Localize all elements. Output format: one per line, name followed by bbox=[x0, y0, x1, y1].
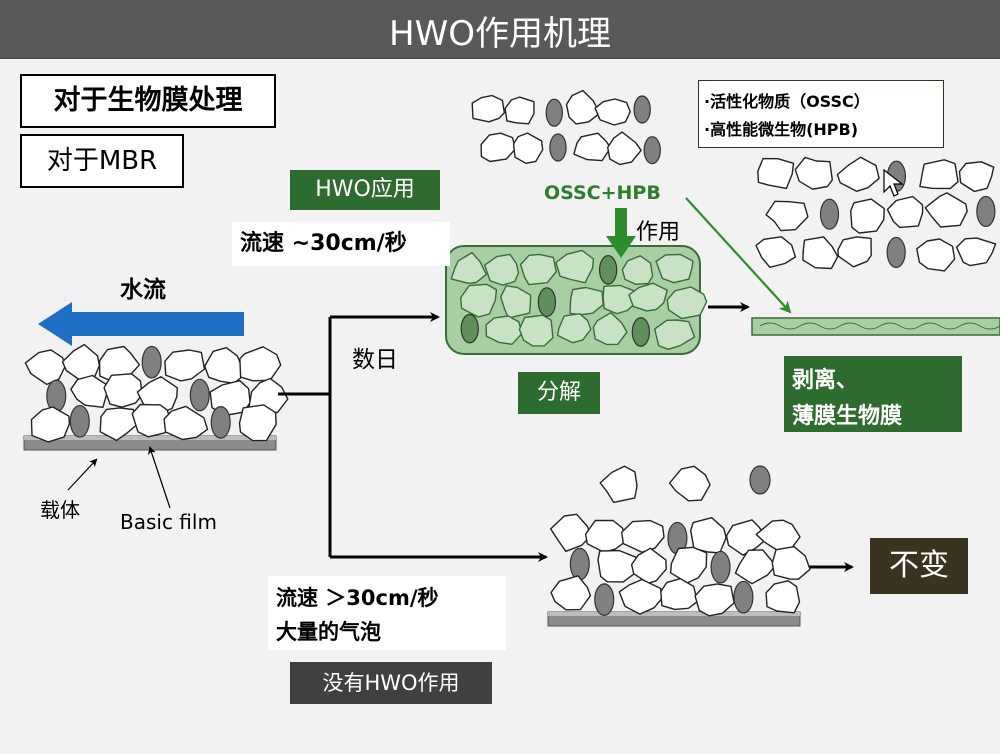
no-hwo-label: 没有HWO作用 bbox=[290, 662, 492, 704]
cursor-icon bbox=[883, 168, 904, 197]
carrier-pointer bbox=[67, 458, 98, 491]
ossc-diagonal-arrow bbox=[685, 197, 792, 314]
biofilm-cluster-decomposing bbox=[450, 249, 708, 350]
days-label: 数日 bbox=[352, 347, 398, 373]
legend-line-ossc: ·活性化物质（OSSC） bbox=[704, 92, 870, 111]
peel-line-2: 薄膜生物膜 bbox=[792, 404, 903, 429]
carrier-label: 载体 bbox=[40, 498, 80, 522]
hwo-apply-label: HWO应用 bbox=[290, 170, 440, 210]
water-flow-label: 水流 bbox=[120, 277, 166, 303]
page-title: HWO作用机理 bbox=[389, 14, 611, 54]
flow-fast-line-2: 大量的气泡 bbox=[276, 620, 381, 644]
flow-fast-line-1: 流速 ＞30cm/秒 bbox=[276, 586, 439, 610]
biofilm-cluster-left bbox=[24, 343, 289, 443]
biofilm-cluster-top bbox=[471, 89, 661, 166]
basic-film-label: Basic film bbox=[120, 510, 217, 534]
title-bar bbox=[0, 0, 1000, 59]
thin-biofilm bbox=[751, 317, 1000, 336]
ossc-down-arrow bbox=[606, 208, 636, 258]
decompose-label: 分解 bbox=[518, 372, 600, 414]
legend-box bbox=[698, 80, 944, 148]
mbr-label: 对于MBR bbox=[20, 134, 184, 188]
biofilm-treatment-label: 对于生物膜处理 bbox=[20, 74, 276, 128]
branch-connectors bbox=[278, 302, 854, 572]
biofilm-cluster-bottom bbox=[550, 513, 811, 617]
flow-fast-box bbox=[268, 576, 506, 650]
biofilm-cluster-right bbox=[755, 156, 997, 272]
peel-line-1: 剥离、 bbox=[792, 368, 859, 393]
unchanged-label: 不变 bbox=[870, 538, 968, 594]
legend-line-hpb: ·高性能微生物(HPB) bbox=[704, 120, 859, 139]
floating-particles bbox=[599, 465, 771, 504]
peel-thin-biofilm-box bbox=[784, 356, 962, 432]
water-flow-arrow bbox=[38, 302, 244, 346]
ossc-hpb-label: OSSC+HPB bbox=[544, 182, 661, 204]
flow-slow-label: 流速 ~30cm/秒 bbox=[232, 222, 450, 266]
action-label: 作用 bbox=[636, 220, 681, 245]
basic-film-pointer bbox=[148, 446, 171, 509]
